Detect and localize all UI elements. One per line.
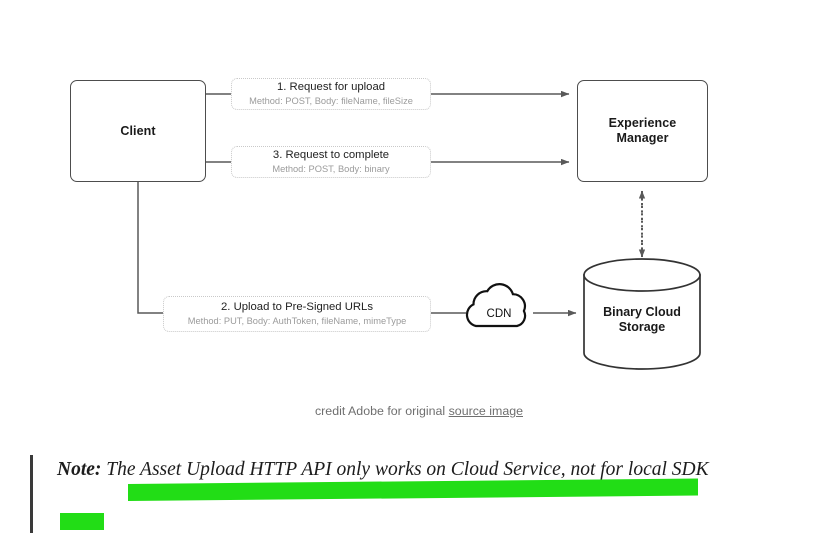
step-label-1[interactable]: 1. Request for upload Method: POST, Body…	[231, 78, 431, 110]
node-experience-manager-label: Experience Manager	[609, 116, 677, 146]
diagram-connectors	[137, 90, 701, 370]
step-label-2[interactable]: 2. Upload to Pre-Signed URLs Method: PUT…	[163, 296, 431, 332]
node-cdn-label: CDN	[486, 308, 512, 320]
green-highlight-stroke-tail	[60, 513, 104, 530]
step-label-1-title: 1. Request for upload	[276, 81, 386, 93]
node-binary-cloud-storage-line2: Storage	[618, 320, 666, 334]
node-client-label: Client	[120, 123, 156, 138]
node-client[interactable]: Client	[70, 80, 206, 182]
connector-client-step2	[137, 182, 163, 314]
node-experience-manager-line2: Manager	[616, 131, 669, 145]
step-label-2-subtitle: Method: PUT, Body: AuthToken, fileName, …	[187, 316, 407, 326]
credit-line: credit Adobe for original source image	[0, 402, 838, 420]
node-binary-cloud-storage-label: Binary Cloud Storage	[584, 305, 700, 335]
node-experience-manager[interactable]: Experience Manager	[577, 80, 708, 182]
note-body: The Asset Upload HTTP API only works on …	[101, 459, 709, 480]
step-label-1-subtitle: Method: POST, Body: fileName, fileSize	[249, 96, 413, 106]
node-binary-cloud-storage-line1: Binary Cloud	[603, 305, 681, 319]
step-label-3[interactable]: 3. Request to complete Method: POST, Bod…	[231, 146, 431, 178]
step-label-3-title: 3. Request to complete	[272, 149, 390, 161]
note-text: Note: The Asset Upload HTTP API only wor…	[57, 455, 750, 485]
source-image-link[interactable]: source image	[448, 404, 523, 418]
node-experience-manager-line1: Experience	[608, 116, 677, 130]
node-binary-cloud-storage[interactable]: Binary Cloud Storage	[584, 261, 700, 367]
step-label-2-title: 2. Upload to Pre-Signed URLs	[221, 301, 373, 313]
node-cdn[interactable]: CDN	[464, 288, 534, 336]
credit-prefix: credit Adobe for original	[314, 404, 449, 418]
step-label-3-subtitle: Method: POST, Body: binary	[272, 164, 390, 174]
note-blockquote: Note: The Asset Upload HTTP API only wor…	[30, 455, 750, 533]
note-lead: Note:	[57, 459, 102, 480]
